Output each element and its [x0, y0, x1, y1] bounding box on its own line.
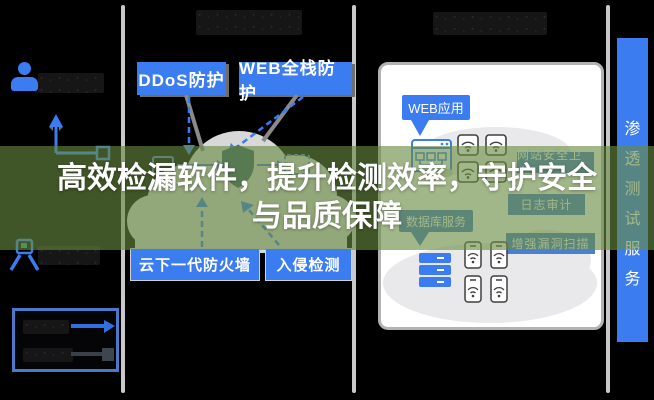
cloud-firewall-label: 云下一代防火墙 — [138, 257, 251, 274]
wifi-router-icon — [485, 161, 507, 183]
node-square-icon — [95, 145, 111, 161]
web-fullstack-protection-label: WEB全栈防护 — [239, 58, 336, 103]
flow-line-left — [49, 114, 111, 161]
intrusion-detection-label: 入侵检测 — [276, 257, 341, 274]
log-audit-text: 日志审计 — [520, 198, 573, 212]
operator-icon — [9, 238, 40, 271]
website-security-guard-label[interactable]: 网站安全卫士 — [517, 148, 594, 179]
browser-window-icon — [411, 139, 453, 177]
vbar-char: 试 — [624, 211, 641, 228]
wifi-router-icon — [457, 134, 479, 156]
vbar-char: 透 — [624, 151, 641, 168]
ddos-protection-button[interactable]: DDoS防护 — [137, 62, 226, 95]
vuln-scan-label[interactable]: 增强漏洞扫描 — [506, 233, 595, 254]
mobile-wifi-icon — [464, 275, 482, 303]
database-server-icon — [419, 253, 451, 289]
obscured-right-title — [433, 12, 547, 35]
obscured-middle-title — [196, 10, 302, 35]
penetration-test-service-bar[interactable]: 渗 透 测 试 服 务 — [617, 38, 648, 342]
cloud-firewall-button[interactable]: 云下一代防火墙 — [130, 248, 260, 281]
web-app-tooltip[interactable]: WEB应用 — [402, 95, 470, 120]
obscured-legend-label — [23, 348, 73, 362]
tooltip-pointer — [411, 232, 429, 255]
user-icon-body — [11, 77, 38, 91]
vuln-scan-text: 增强漏洞扫描 — [511, 237, 590, 251]
mobile-wifi-icon — [490, 275, 508, 303]
web-fullstack-protection-button[interactable]: WEB全栈防护 — [239, 59, 352, 103]
obscured-user-label — [38, 73, 104, 93]
database-service-label: 数据库服务 — [405, 214, 466, 229]
mobile-wifi-icon — [464, 241, 482, 269]
legend-row — [15, 319, 116, 335]
tooltip-pointer — [411, 120, 429, 145]
wifi-router-icon — [457, 161, 479, 183]
vbar-char: 测 — [624, 181, 641, 198]
user-icon-head — [18, 62, 31, 75]
legend-row — [15, 347, 116, 363]
obscured-operator-label — [38, 246, 100, 265]
website-security-guard-text: 网站安全卫士 — [517, 147, 583, 179]
vbar-char: 渗 — [624, 121, 641, 138]
obscured-legend-label — [23, 320, 69, 334]
log-audit-label[interactable]: 日志审计 — [508, 194, 585, 215]
user-icon — [11, 62, 38, 92]
gray-arrow-icon — [71, 348, 114, 361]
web-app-tooltip-label: WEB应用 — [408, 101, 464, 116]
mobile-wifi-icon — [490, 241, 508, 269]
vbar-char: 服 — [624, 241, 641, 258]
blue-arrow-icon — [71, 320, 115, 333]
vbar-char: 务 — [624, 271, 641, 288]
intrusion-detection-button[interactable]: 入侵检测 — [265, 248, 352, 281]
web-architecture-card: WEB应用 — [378, 62, 604, 330]
wifi-router-icon — [485, 134, 507, 156]
ddos-protection-label: DDoS防护 — [138, 71, 225, 90]
legend-box — [12, 308, 119, 372]
panel-divider-left — [121, 5, 125, 393]
panel-divider-right — [606, 5, 610, 393]
database-service-tooltip[interactable]: 数据库服务 — [399, 210, 473, 232]
